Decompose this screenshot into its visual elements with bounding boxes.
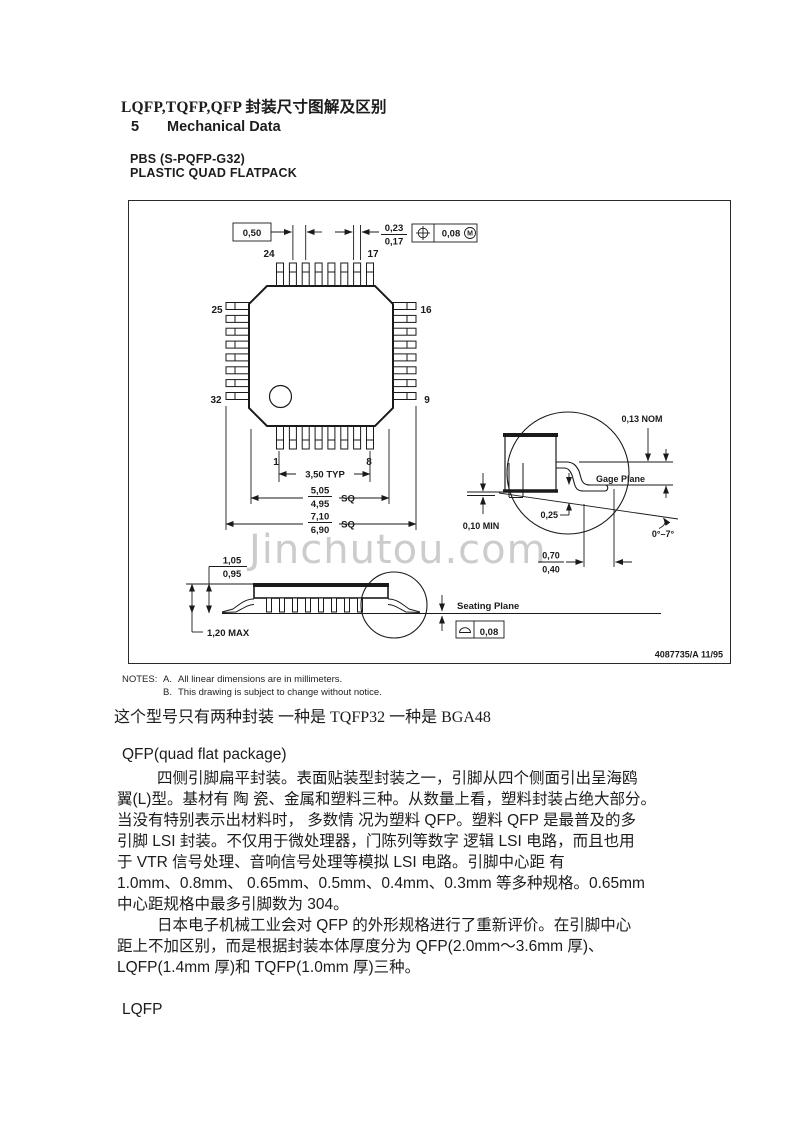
dim-overall-max: 7,10 — [311, 512, 330, 523]
package-body-outline — [248, 285, 394, 427]
dim-thickness-min: 0,95 — [223, 569, 242, 580]
dim-thickness-max: 1,05 — [223, 556, 242, 567]
notes-items: A. All linear dimensions are in millimete… — [163, 674, 382, 699]
notes-block: NOTES: A. All linear dimensions are in mi… — [122, 674, 382, 699]
pin-label-24: 24 — [263, 249, 275, 260]
dim-gage-offset: 0,25 — [540, 510, 558, 520]
package-drawing-svg: 0,50 0,23 0,17 0,08 M 24 17 25 16 32 9 1… — [186, 222, 723, 660]
notes-label: NOTES: — [122, 674, 158, 685]
dim-foot-max: 0,70 — [542, 551, 560, 561]
paragraph-line: 当没有特别表示出材料时， 多数情 况为塑料 QFP。塑料 QFP 是最普及的多 — [117, 812, 636, 829]
pin-label-17: 17 — [367, 249, 379, 260]
paragraph-line: 1.0mm、0.8mm、 0.65mm、0.5mm、0.4mm、0.3mm 等多… — [117, 875, 645, 892]
dim-body-max: 5,05 — [311, 486, 330, 497]
side-view — [186, 566, 661, 639]
qfp-paragraph: 四侧引脚扁平封装。表面贴装型封装之一，引脚从四个侧面引出呈海鸥 翼(L)型。基材… — [117, 768, 717, 978]
pin-label-16: 16 — [420, 305, 432, 316]
side-detail-circle — [360, 571, 428, 639]
note-text: All linear dimensions are in millimeters… — [178, 674, 343, 685]
paragraph-line: 四侧引脚扁平封装。表面贴装型封装之一，引脚从四个侧面引出呈海鸥 — [157, 770, 638, 787]
paragraph-line: 翼(L)型。基材有 陶 瓷、金属和塑料三种。从数量上看，塑料封装占绝大部分。 — [117, 791, 657, 808]
dim-lead-width-min: 0,17 — [385, 237, 404, 248]
pin-label-1: 1 — [273, 457, 279, 468]
pin-label-25: 25 — [211, 305, 223, 316]
left-gullwing-lead — [221, 598, 255, 613]
section-number: 5 — [131, 119, 140, 135]
section-title: Mechanical Data — [167, 119, 281, 135]
paragraph-line: 引脚 LSI 封装。不仅用于微处理器，门陈列等数字 逻辑 LSI 电路，而且也用 — [117, 833, 635, 850]
dim-height-max: 1,20 MAX — [207, 628, 250, 639]
doc-title: LQFP,TQFP,QFP 封装尺寸图解及区别 — [121, 99, 387, 116]
drawing-number: 4087735/A 11/95 — [655, 650, 723, 660]
qfp-heading: QFP(quad flat package) — [122, 746, 287, 763]
gage-plane-label: Gage Plane — [596, 474, 645, 484]
section-heading: 5 Mechanical Data — [131, 119, 281, 135]
pin-label-32: 32 — [210, 395, 222, 406]
dim-pitch: 0,50 — [243, 228, 262, 239]
top-view-package — [225, 262, 417, 450]
dim-lead-nom: 0,13 NOM — [621, 414, 662, 424]
flatness-symbol — [459, 627, 471, 633]
paragraph-line: 距上不加区别，而是根据封装本体厚度分为 QFP(2.0mm～3.6mm 厚)、 — [117, 938, 604, 955]
material-condition-symbol: M — [467, 231, 473, 238]
pin1-index-mark — [268, 384, 293, 409]
paragraph-line: 中心距规格中最多引脚数为 304。 — [117, 896, 349, 913]
paragraph-line: 日本电子机械工业会对 QFP 的外形规格进行了重新评价。在引脚中心 — [157, 917, 632, 934]
lead-detail-circle — [506, 411, 630, 535]
dim-overall-sq: SQ — [341, 520, 355, 531]
package-type: PLASTIC QUAD FLATPACK — [130, 166, 297, 180]
fraction-bars — [308, 496, 332, 523]
right-gullwing-lead — [387, 598, 421, 613]
lead-angle-line — [498, 492, 679, 520]
package-code: PBS (S-PQFP-G32) — [130, 152, 246, 166]
lead-lower-surface — [556, 467, 605, 492]
note-text: This drawing is subject to change withou… — [178, 686, 382, 698]
mechanical-drawing-figure: Jinchutou.com — [128, 200, 731, 664]
dim-lead-angle: 0°–7° — [652, 529, 675, 539]
package-code-block: PBS (S-PQFP-G32) PLASTIC QUAD FLATPACK — [130, 152, 297, 180]
dim-body-min: 4,95 — [311, 499, 330, 510]
note-id: B. — [163, 686, 172, 698]
dim-body-sq: SQ — [341, 494, 355, 505]
dim-foot-min: 0,40 — [542, 565, 560, 575]
lead-detail — [467, 411, 679, 567]
lqfp-heading: LQFP — [122, 1001, 163, 1018]
note-item: A. All linear dimensions are in millimete… — [163, 674, 382, 687]
note-id: A. — [163, 674, 172, 685]
watermark-text: Jinchutou.com — [249, 527, 547, 573]
label-backplates — [296, 465, 354, 537]
note-item: B. This drawing is subject to change with… — [163, 687, 382, 700]
paragraph-line: 于 VTR 信号处理、音响信号处理等模拟 LSI 电路。引脚中心距 有 — [117, 854, 565, 871]
dim-overall-min: 6,90 — [311, 525, 330, 536]
dim-span-typ: 3,50 TYP — [305, 470, 345, 481]
package-variants-line: 这个型号只有两种封装 一种是 TQFP32 一种是 BGA48 — [114, 709, 491, 726]
paragraph-line: LQFP(1.4mm 厚)和 TQFP(1.0mm 厚)三种。 — [117, 959, 421, 976]
dim-true-position: 0,08 — [442, 229, 461, 240]
angle-arc-arrow — [658, 517, 671, 529]
pin-label-9: 9 — [424, 395, 430, 406]
dim-standoff-min: 0,10 MIN — [463, 521, 500, 531]
pin-label-8: 8 — [366, 457, 372, 468]
dim-lead-width-max: 0,23 — [385, 223, 404, 234]
seating-plane-label: Seating Plane — [457, 601, 519, 612]
dim-seating-flatness: 0,08 — [480, 627, 499, 638]
